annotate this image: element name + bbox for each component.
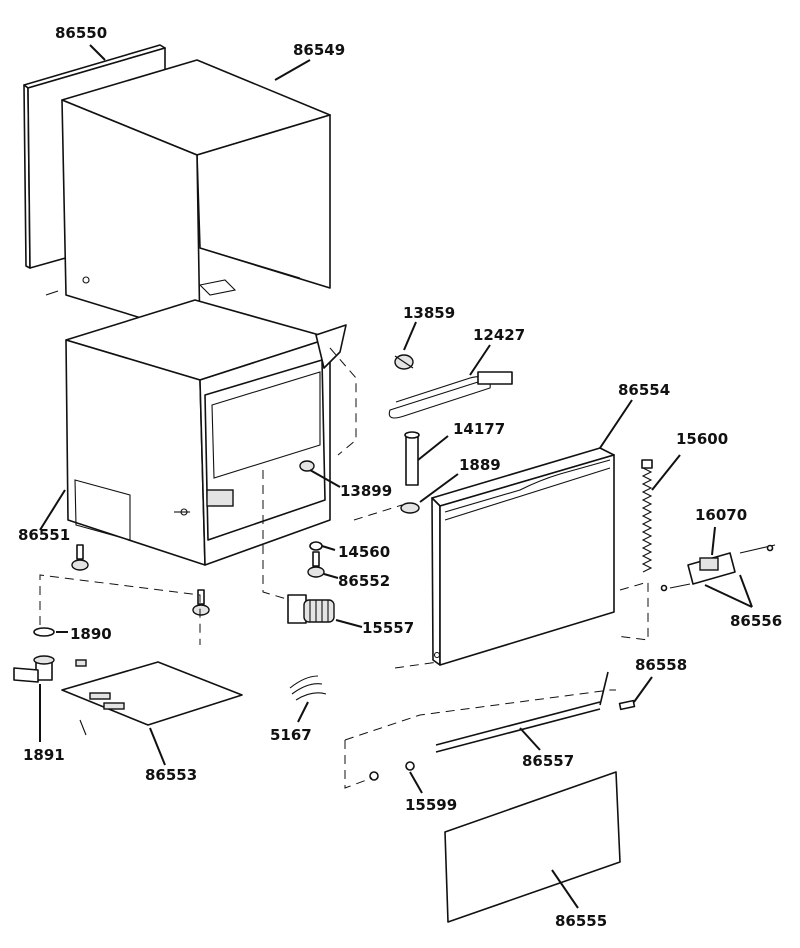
label-86558: 86558 xyxy=(635,656,687,674)
leader-lines xyxy=(39,44,753,909)
label-86555: 86555 xyxy=(555,912,607,930)
label-1890: 1890 xyxy=(70,625,112,643)
part-14177 xyxy=(404,431,420,486)
label-86554: 86554 xyxy=(618,381,670,399)
part-13859 xyxy=(394,354,414,370)
label-14560: 14560 xyxy=(338,543,390,561)
spring-15600 xyxy=(641,459,653,573)
label-86556: 86556 xyxy=(730,612,782,630)
label-86553: 86553 xyxy=(145,766,197,784)
hinge-assembly-16070 xyxy=(660,544,776,592)
label-86551: 86551 xyxy=(18,526,70,544)
part-13899 xyxy=(299,460,315,472)
label-86552: 86552 xyxy=(338,572,390,590)
assembly-dashed-lines xyxy=(39,347,649,789)
label-13899: 13899 xyxy=(340,482,392,500)
machine-body-86551 xyxy=(65,279,347,566)
label-1889: 1889 xyxy=(459,456,501,474)
label-86549: 86549 xyxy=(293,41,345,59)
label-15557: 15557 xyxy=(362,619,414,637)
label-1891: 1891 xyxy=(23,746,65,764)
label-15600: 15600 xyxy=(676,430,728,448)
part-labels: 86550 86549 13859 12427 86554 15600 1417… xyxy=(18,24,782,930)
label-13859: 13859 xyxy=(403,304,455,322)
wires-5167 xyxy=(289,675,327,701)
filter-15557 xyxy=(287,594,335,624)
drain-fitting-1891 xyxy=(13,655,55,683)
heating-element-12427 xyxy=(388,371,513,419)
part-1889 xyxy=(400,502,420,514)
label-14177: 14177 xyxy=(453,420,505,438)
part-86558 xyxy=(618,699,636,711)
label-16070: 16070 xyxy=(695,506,747,524)
rod-86557 xyxy=(369,671,609,781)
door-86554 xyxy=(431,447,615,666)
label-86550: 86550 xyxy=(55,24,107,42)
front-panel-86555 xyxy=(444,771,621,923)
top-cover-86549 xyxy=(45,59,331,337)
label-12427: 12427 xyxy=(473,326,525,344)
label-15599: 15599 xyxy=(405,796,457,814)
label-5167: 5167 xyxy=(270,726,312,744)
part-1890 xyxy=(33,627,55,637)
base-plate-86553 xyxy=(61,659,243,736)
leveling-feet xyxy=(71,541,325,616)
label-86557: 86557 xyxy=(522,752,574,770)
